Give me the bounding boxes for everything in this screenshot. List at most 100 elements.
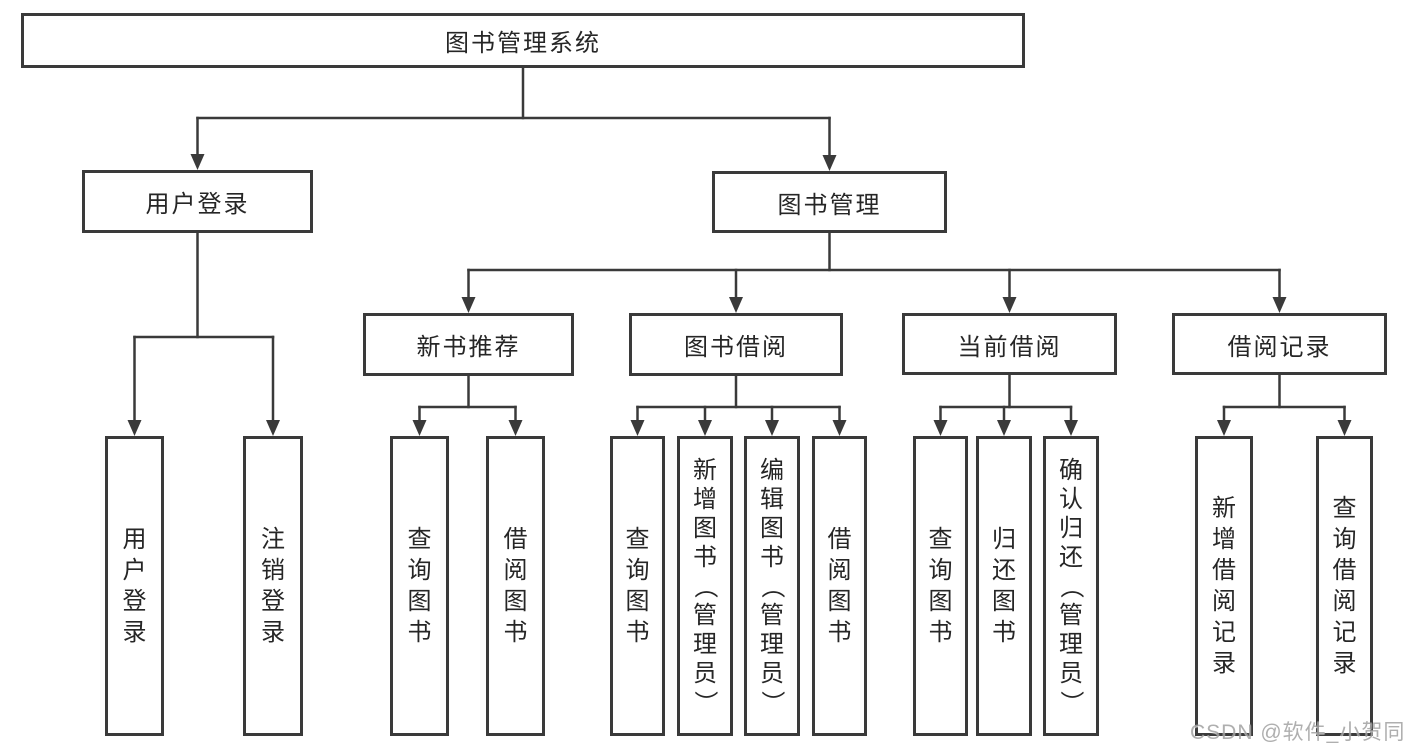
vertical-char: 编 bbox=[760, 456, 784, 484]
node-label: 借阅图书 bbox=[815, 439, 864, 733]
vertical-char: 查 bbox=[407, 526, 432, 553]
vertical-char: 辑 bbox=[760, 485, 784, 513]
vertical-char: 员 bbox=[760, 659, 784, 687]
vertical-char: 新 bbox=[1212, 495, 1236, 522]
vertical-char: 询 bbox=[1332, 526, 1357, 553]
vertical-char: 图 bbox=[407, 588, 432, 615]
vertical-char: 录 bbox=[1212, 650, 1236, 677]
watermark-text: CSDN @软件_小贺同学 bbox=[1190, 721, 1405, 744]
vertical-char: 管 bbox=[693, 601, 717, 629]
vertical-char: 图 bbox=[827, 588, 852, 615]
vertical-char: 询 bbox=[928, 557, 953, 584]
vertical-char: （ bbox=[691, 574, 719, 598]
node-label: 归还图书 bbox=[979, 439, 1029, 733]
node-label: 借阅记录 bbox=[1227, 333, 1332, 361]
node-bb-add: 新增图书（管理员） bbox=[677, 436, 733, 736]
vertical-char: 书 bbox=[407, 619, 432, 646]
vertical-char: 书 bbox=[760, 543, 784, 571]
vertical-char: 录 bbox=[122, 619, 147, 646]
vertical-char: 新 bbox=[693, 456, 717, 484]
node-br-add: 新增借阅记录 bbox=[1195, 436, 1253, 736]
node-book-borrow: 图书借阅 bbox=[629, 313, 843, 376]
node-bb-query: 查询图书 bbox=[610, 436, 665, 736]
vertical-char: 图 bbox=[693, 514, 717, 542]
vertical-char: 询 bbox=[407, 557, 432, 584]
node-book-mgmt: 图书管理 bbox=[712, 171, 947, 233]
node-label: 新增图书（管理员） bbox=[680, 439, 730, 733]
node-root: 图书管理系统 bbox=[21, 13, 1025, 68]
node-label: 注销登录 bbox=[246, 439, 300, 733]
vertical-char: 查 bbox=[1332, 495, 1357, 522]
node-label: 新书推荐 bbox=[416, 334, 521, 361]
node-cb-return: 归还图书 bbox=[976, 436, 1032, 736]
node-br-query: 查询借阅记录 bbox=[1316, 436, 1373, 736]
vertical-char: 借 bbox=[827, 526, 852, 553]
vertical-char: 用 bbox=[122, 526, 147, 553]
vertical-char: 图 bbox=[503, 588, 528, 615]
vertical-char: 借 bbox=[503, 526, 528, 553]
vertical-char: 借 bbox=[1212, 557, 1236, 584]
vertical-char: 登 bbox=[261, 588, 285, 615]
vertical-char: ） bbox=[1057, 690, 1085, 714]
vertical-char: 书 bbox=[503, 619, 528, 646]
node-user-login: 用户登录 bbox=[82, 170, 313, 233]
vertical-char: （ bbox=[1057, 574, 1085, 598]
vertical-char: 理 bbox=[693, 630, 717, 658]
vertical-char: 图 bbox=[992, 588, 1016, 615]
vertical-char: 书 bbox=[992, 619, 1016, 646]
vertical-char: 阅 bbox=[827, 557, 852, 584]
vertical-char: 阅 bbox=[1212, 588, 1236, 615]
vertical-char: 归 bbox=[992, 526, 1016, 553]
node-label: 查询图书 bbox=[613, 439, 662, 733]
node-label: 新增借阅记录 bbox=[1198, 439, 1250, 733]
node-cb-confirm: 确认归还（管理员） bbox=[1043, 436, 1099, 736]
vertical-char: 书 bbox=[625, 619, 650, 646]
node-cb-query: 查询图书 bbox=[913, 436, 968, 736]
vertical-char: 增 bbox=[693, 485, 717, 513]
vertical-char: （ bbox=[758, 574, 786, 598]
node-label: 确认归还（管理员） bbox=[1046, 439, 1096, 733]
vertical-char: 书 bbox=[693, 543, 717, 571]
node-new-book-rec: 新书推荐 bbox=[363, 313, 574, 376]
vertical-char: 图 bbox=[760, 514, 784, 542]
node-label: 图书管理 bbox=[777, 191, 882, 219]
node-label: 当前借阅 bbox=[957, 333, 1062, 361]
node-nbr-borrow: 借阅图书 bbox=[486, 436, 545, 736]
vertical-char: 查 bbox=[928, 526, 953, 553]
node-label: 借阅图书 bbox=[489, 439, 542, 733]
vertical-char: 登 bbox=[122, 588, 147, 615]
vertical-char: 理 bbox=[1059, 630, 1083, 658]
vertical-char: 增 bbox=[1212, 526, 1236, 553]
node-bb-edit: 编辑图书 （ 管理员 ） bbox=[744, 436, 800, 736]
vertical-char: 员 bbox=[693, 659, 717, 687]
vertical-char: 认 bbox=[1059, 485, 1083, 513]
vertical-char: 确 bbox=[1059, 456, 1083, 484]
vertical-char: 询 bbox=[625, 557, 650, 584]
vertical-char: ） bbox=[758, 690, 786, 714]
vertical-char: 理 bbox=[760, 630, 784, 658]
node-label: 用户登录 bbox=[145, 191, 250, 218]
node-label: 用户登录 bbox=[108, 439, 161, 733]
node-label: 编辑图书 （ 管理员 ） bbox=[747, 439, 797, 733]
vertical-char: 录 bbox=[261, 619, 285, 646]
vertical-char: 销 bbox=[261, 557, 285, 584]
node-label: 查询借阅记录 bbox=[1319, 439, 1370, 733]
node-logout: 注销登录 bbox=[243, 436, 303, 736]
vertical-char: 图 bbox=[928, 588, 953, 615]
node-borrow-record: 借阅记录 bbox=[1172, 313, 1387, 375]
vertical-char: 户 bbox=[122, 557, 147, 584]
vertical-char: 管 bbox=[760, 601, 784, 629]
vertical-char: 记 bbox=[1212, 619, 1236, 646]
vertical-char: 员 bbox=[1059, 659, 1083, 687]
vertical-char: 录 bbox=[1332, 650, 1357, 677]
node-bb-borrow: 借阅图书 bbox=[812, 436, 867, 736]
vertical-char: 借 bbox=[1332, 557, 1357, 584]
node-nbr-query: 查询图书 bbox=[390, 436, 449, 736]
vertical-char: 书 bbox=[928, 619, 953, 646]
vertical-char: 归 bbox=[1059, 514, 1083, 542]
vertical-char: 图 bbox=[625, 588, 650, 615]
vertical-char: 管 bbox=[1059, 601, 1083, 629]
node-label: 图书管理系统 bbox=[445, 30, 601, 57]
